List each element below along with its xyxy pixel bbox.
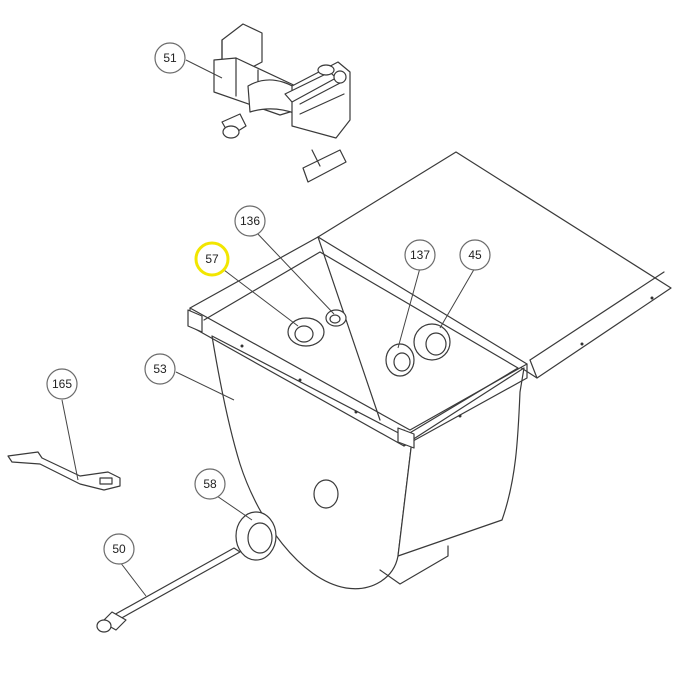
callout-58-label: 58 — [203, 477, 217, 491]
part-165-bracket — [7, 451, 121, 491]
leader-137 — [397, 267, 421, 349]
leader-136 — [255, 231, 335, 315]
callout-45-label: 45 — [468, 248, 482, 262]
callout-50-label: 50 — [112, 542, 126, 556]
callout-57-highlighted: 57 — [194, 241, 230, 277]
callout-137-label: 137 — [410, 248, 430, 262]
callout-45: 45 — [459, 239, 491, 271]
callout-51: 51 — [154, 42, 186, 74]
callout-136-label: 136 — [240, 214, 260, 228]
callout-51-label: 51 — [163, 51, 177, 65]
callout-165: 165 — [46, 368, 78, 400]
callout-50: 50 — [103, 533, 135, 565]
callout-53-label: 53 — [153, 362, 167, 376]
leader-165 — [61, 399, 79, 481]
callout-137: 137 — [404, 239, 436, 271]
leader-51 — [185, 59, 223, 79]
part-57-ring — [287, 317, 325, 347]
leader-58 — [213, 493, 253, 521]
part-137-ring — [385, 343, 415, 377]
callout-136: 136 — [234, 205, 266, 237]
leader-57 — [223, 269, 299, 327]
part-51-impeller — [213, 23, 351, 183]
part-53-hopper-housing — [187, 151, 672, 590]
part-45-bushing — [413, 323, 451, 361]
part-136-ring — [325, 309, 347, 327]
part-58-flange — [235, 511, 277, 561]
part-50-rod — [96, 547, 241, 633]
callout-58: 58 — [194, 468, 226, 500]
callout-53: 53 — [144, 353, 176, 385]
callout-57-label: 57 — [205, 252, 219, 266]
callout-165-label: 165 — [52, 377, 72, 391]
leader-53 — [175, 371, 235, 401]
leader-50 — [119, 561, 147, 597]
leader-45 — [439, 265, 477, 329]
